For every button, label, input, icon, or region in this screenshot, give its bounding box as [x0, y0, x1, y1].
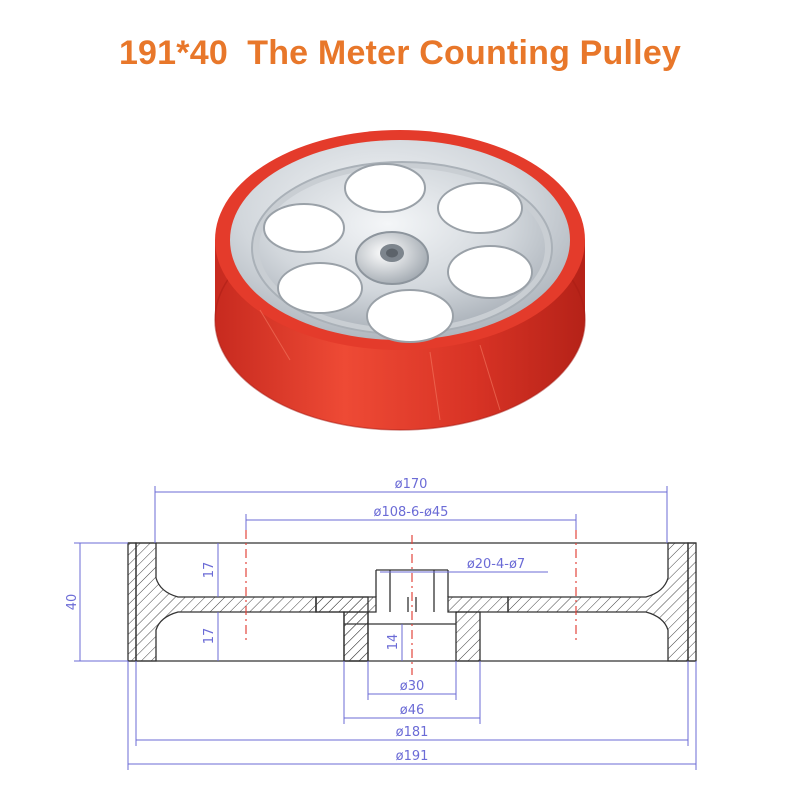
dim-d170: ø170 [395, 477, 428, 492]
dim-d181: ø181 [396, 725, 429, 740]
page-title: 191*40 The Meter Counting Pulley [0, 34, 800, 73]
hole [263, 203, 345, 253]
dim-h17-top: 17 [202, 562, 217, 579]
hole [366, 289, 454, 343]
dim-h17-bottom: 17 [202, 628, 217, 645]
technical-drawing: ø170 ø108-6-ø45 ø20-4-ø7 40 17 17 14 ø30… [65, 477, 697, 770]
pulley-photo [214, 130, 586, 431]
hole [277, 262, 363, 314]
rim-section-right [507, 542, 689, 662]
dim-d20: ø20-4-ø7 [467, 557, 525, 572]
dim-d191: ø191 [396, 749, 429, 764]
dimension-lines [74, 486, 697, 770]
product-name: The Meter Counting Pulley [247, 34, 682, 72]
tread-section-left [127, 542, 137, 662]
hole [447, 245, 533, 299]
hole [437, 182, 523, 234]
dim-h14: 14 [386, 634, 401, 651]
title-gap [228, 34, 247, 72]
dim-h40: 40 [65, 594, 80, 611]
dim-d46: ø46 [400, 703, 425, 718]
dim-d108: ø108-6-ø45 [374, 505, 449, 520]
hole [344, 163, 426, 213]
dim-d30: ø30 [400, 679, 425, 694]
size-label: 191*40 [118, 34, 228, 72]
tread-section-right [687, 542, 697, 662]
pulley-holes [263, 163, 533, 343]
rim-section-left [135, 542, 317, 662]
centre-lines [245, 530, 577, 675]
